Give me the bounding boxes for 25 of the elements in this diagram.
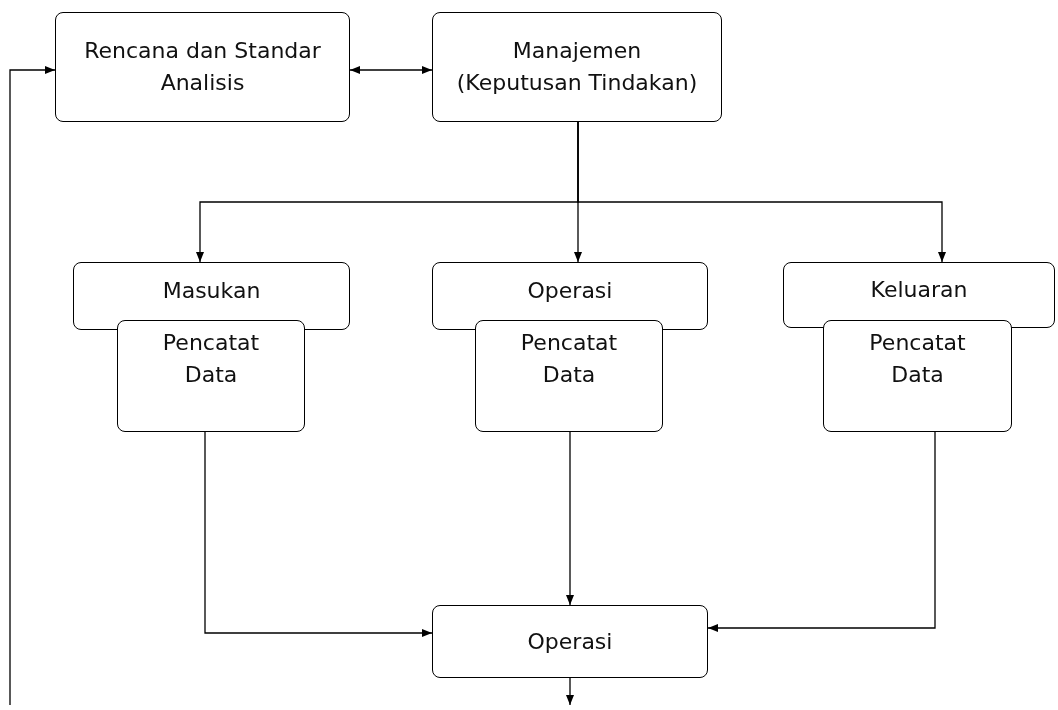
box-label: Rencana dan Standar Analisis (83, 37, 322, 97)
process-box (432, 12, 722, 122)
arrow (9, 66, 56, 706)
arrow (577, 121, 946, 263)
arrow (204, 431, 433, 637)
stage-box (783, 262, 1055, 328)
box-label: Pencatat Data (519, 329, 619, 389)
box-label: Pencatat Data (868, 329, 967, 389)
data-recorder-box (475, 320, 663, 432)
box-label: Keluaran (870, 276, 968, 305)
arrow (707, 431, 936, 632)
arrow (566, 677, 574, 706)
box-label: Pencatat Data (161, 329, 261, 389)
process-box (55, 12, 350, 122)
box-label: Manajemen (Keputusan Tindakan) (455, 37, 699, 97)
stage-box (73, 262, 350, 330)
data-recorder-box (117, 320, 305, 432)
box-label: Operasi (527, 627, 613, 656)
stage-box (432, 262, 708, 330)
process-box (432, 605, 708, 678)
arrow (566, 431, 574, 606)
box-label: Operasi (527, 277, 613, 306)
data-recorder-box (823, 320, 1012, 432)
arrow (349, 66, 433, 74)
box-label: Masukan (162, 277, 261, 306)
